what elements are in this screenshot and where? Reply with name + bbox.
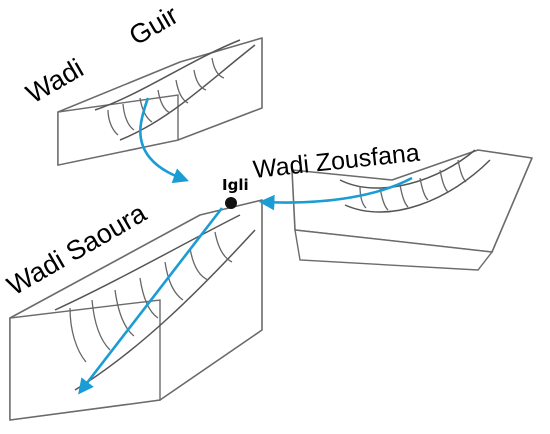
saoura-river-arrow <box>78 207 224 395</box>
igli-confluence-dot <box>225 197 237 209</box>
saoura-valley-block <box>9 199 263 421</box>
label-wadi-guir-2: Guir <box>124 0 183 51</box>
zousfana-river-arrow <box>258 176 413 211</box>
label-igli: Igli <box>222 176 249 194</box>
zousfana-valley-block <box>291 149 533 271</box>
label-wadi-guir-1: Wadi <box>21 53 88 109</box>
guir-valley-block <box>57 37 263 166</box>
guir-river-arrow <box>139 97 189 184</box>
